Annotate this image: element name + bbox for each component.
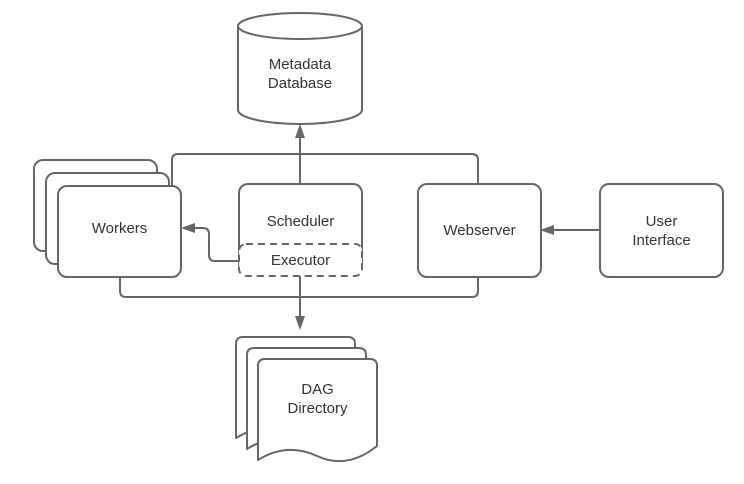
edge-bus-to-metadata-database [295, 124, 305, 155]
node-workers [33, 159, 182, 278]
node-user-interface [599, 183, 724, 278]
node-metadata-database [237, 12, 363, 125]
edge-user-interface-to-webserver [540, 225, 601, 235]
node-executor [238, 243, 363, 277]
edge-top-bus [171, 153, 479, 187]
node-dag-directory [235, 336, 378, 463]
node-webserver [417, 183, 542, 278]
edge-executor-to-dag-directory [295, 275, 305, 330]
edge-executor-to-workers [181, 223, 240, 262]
